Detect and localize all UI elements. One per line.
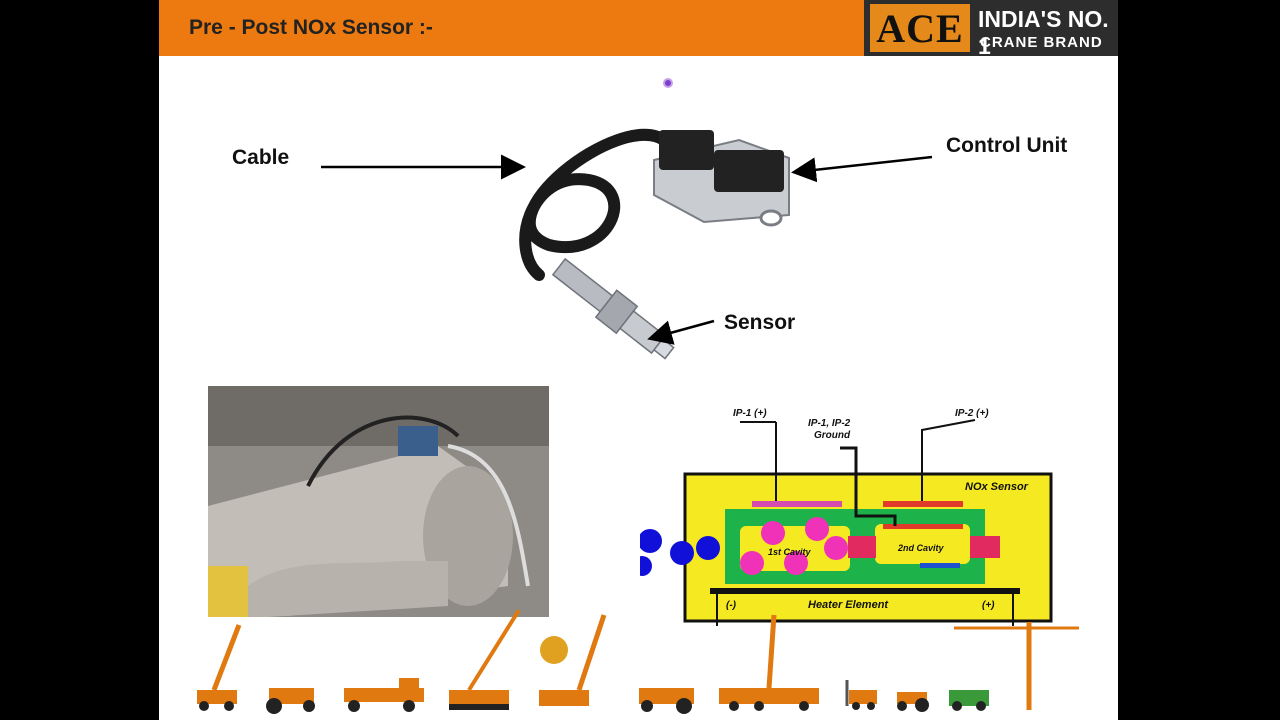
diagram-ground-line1: IP-1, IP-2 xyxy=(808,418,851,429)
diagram-cavity2-label: 2nd Cavity xyxy=(897,543,945,553)
brand-banner: ACE INDIA'S NO. 1 CRANE BRAND xyxy=(864,0,1118,59)
tower-crane-icon xyxy=(954,622,1079,710)
harvester-icon xyxy=(949,690,989,711)
piling-rig-icon xyxy=(539,614,607,706)
cable-shape xyxy=(519,128,670,281)
mobile-crane-icon xyxy=(197,624,242,711)
roller-icon xyxy=(266,688,315,714)
forklift-icon xyxy=(845,680,877,710)
truck-crane-icon xyxy=(719,614,819,711)
slide-title: Pre - Post NOx Sensor :- xyxy=(189,16,433,39)
ace-logo: ACE xyxy=(870,4,970,52)
control-unit-label: Control Unit xyxy=(946,134,1068,157)
diagram-ip2-label: IP-2 (+) xyxy=(955,408,989,419)
tractor-icon xyxy=(897,692,929,712)
diagram-ground-line2: Ground xyxy=(814,430,851,441)
diagram-title: NOx Sensor xyxy=(965,481,1029,493)
crawler-crane-icon xyxy=(449,610,521,710)
sensor-probe-shape xyxy=(551,257,675,360)
control-unit-arrow xyxy=(791,155,933,183)
diagram-cavity1-label: 1st Cavity xyxy=(768,547,812,557)
brand-tagline-line2: CRANE BRAND xyxy=(980,34,1103,51)
cable-label: Cable xyxy=(232,146,290,169)
slide: Pre - Post NOx Sensor :- ACE INDIA'S NO.… xyxy=(159,0,1118,720)
nox-sensor-diagram: IP-1 (+) IP-1, IP-2 Ground IP-2 (+) NOx … xyxy=(640,408,1053,626)
equipment-footer-strip xyxy=(197,610,1079,714)
title-bar: Pre - Post NOx Sensor :- xyxy=(159,0,864,56)
sensor-label: Sensor xyxy=(724,311,796,334)
sensor-arrow xyxy=(647,319,715,345)
diagram-minus-label: (-) xyxy=(726,600,737,611)
pointer-dot xyxy=(663,78,673,88)
backhoe-icon xyxy=(639,688,694,714)
diagram-plus-label: (+) xyxy=(982,600,995,611)
control-unit-shape xyxy=(653,130,790,227)
installation-photo xyxy=(208,386,549,617)
diagram-ip1-label: IP-1 (+) xyxy=(733,408,767,419)
brand-tagline-line1: INDIA'S NO. 1 xyxy=(978,6,1109,59)
nox-sensor-illustration xyxy=(321,128,933,360)
diagram-heater-label: Heater Element xyxy=(808,599,889,611)
grader-icon xyxy=(344,678,424,712)
